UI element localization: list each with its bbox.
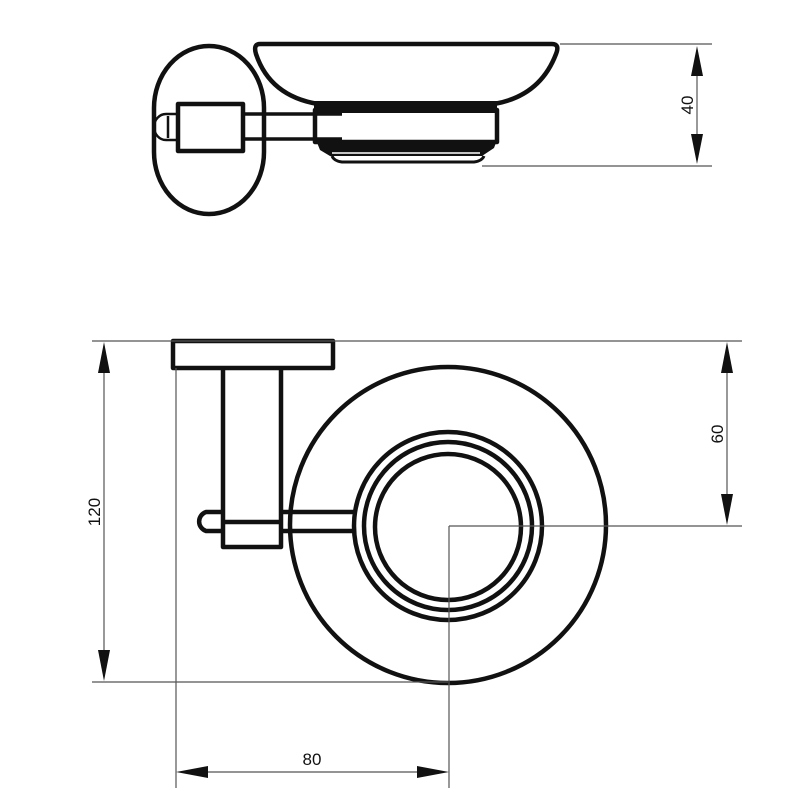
dim-80-label: 80 bbox=[303, 750, 322, 769]
side-view: 40 bbox=[151, 41, 712, 217]
dim-40-label: 40 bbox=[678, 96, 697, 115]
dish-base-body bbox=[312, 107, 500, 145]
arrow-down-icon bbox=[98, 650, 110, 681]
arrow-right-icon bbox=[417, 766, 449, 778]
dish-bowl bbox=[252, 41, 560, 107]
rod-end-cap bbox=[152, 112, 178, 142]
arrow-left-icon bbox=[176, 766, 208, 778]
dish-base-bottom bbox=[316, 140, 497, 156]
arrow-down-icon bbox=[721, 494, 733, 525]
dish-foot bbox=[330, 155, 486, 164]
front-view: 120 60 80 bbox=[85, 338, 742, 788]
wall-flange bbox=[170, 338, 336, 371]
mount-block bbox=[175, 101, 246, 154]
vertical-post bbox=[220, 368, 284, 550]
dim-120-label: 120 bbox=[85, 498, 104, 526]
dish-outer-circle bbox=[287, 364, 609, 686]
rod-end-cap-front bbox=[196, 509, 223, 534]
ring-inner bbox=[372, 451, 524, 603]
arrow-up-icon bbox=[691, 46, 703, 76]
support-rod bbox=[243, 112, 342, 141]
arrow-down-icon bbox=[691, 134, 703, 164]
dim-60-label: 60 bbox=[708, 425, 727, 444]
wall-plate-oval bbox=[151, 43, 267, 217]
arrow-up-icon bbox=[98, 342, 110, 373]
arrow-up-icon bbox=[721, 342, 733, 373]
horizontal-rod bbox=[281, 509, 354, 534]
